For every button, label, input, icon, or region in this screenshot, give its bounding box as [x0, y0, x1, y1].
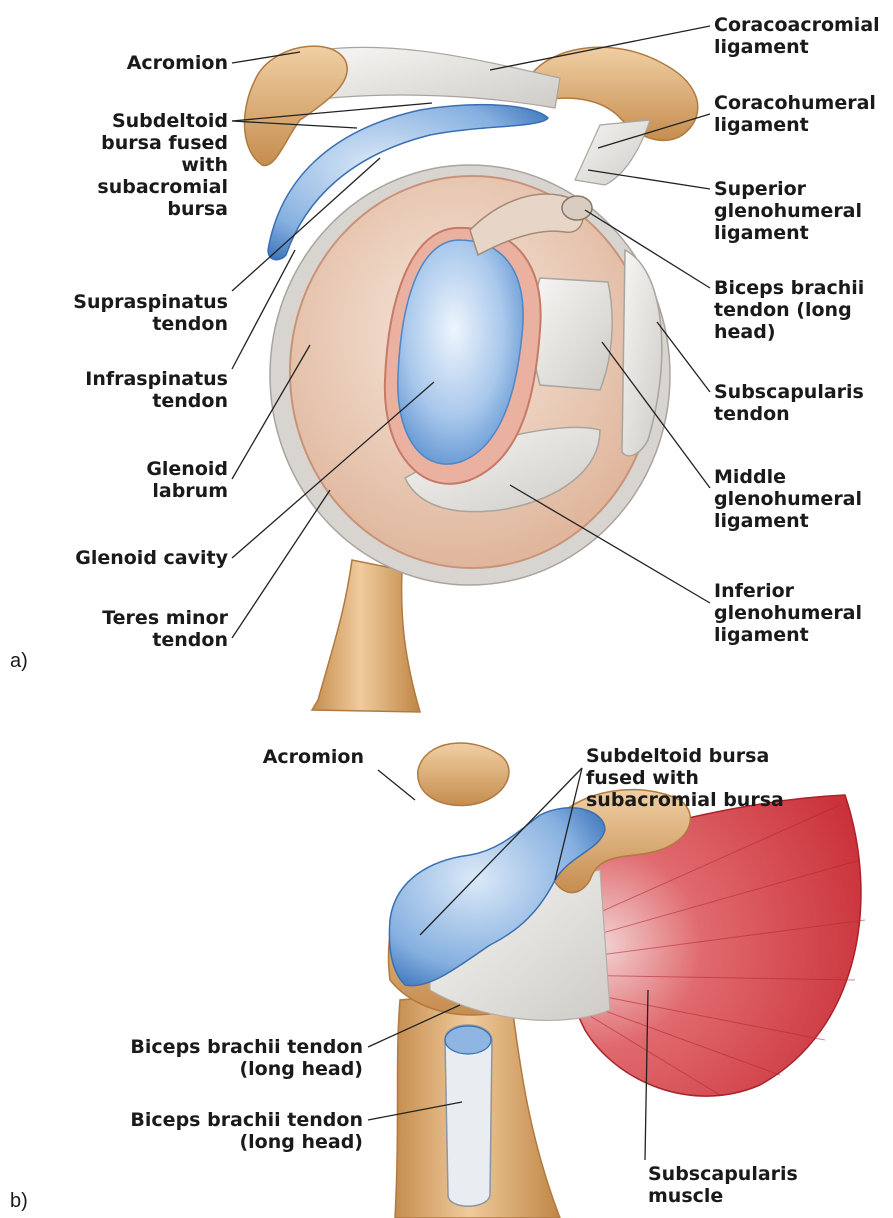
label-acromion-b: Acromion — [263, 746, 364, 768]
panel-a-letter: a) — [10, 650, 28, 673]
middle-glenohumeral-ligament-shape — [533, 278, 613, 390]
biceps-tendon-end — [562, 196, 592, 220]
label-subscapularis-tendon: Subscapularis tendon — [714, 381, 864, 425]
label-subscapularis-muscle: Subscapularis muscle — [648, 1163, 798, 1207]
label-superior-glenohumeral-ligament: Superior glenohumeral ligament — [714, 178, 862, 244]
label-coracoacromial-ligament: Coracoacromial ligament — [714, 14, 880, 58]
label-middle-glenohumeral-ligament: Middle glenohumeral ligament — [714, 466, 862, 532]
label-infraspinatus-tendon: Infraspinatus tendon — [85, 368, 228, 412]
coracohumeral-ligament-shape — [575, 120, 650, 185]
biceps-tendon-top — [445, 1026, 491, 1054]
label-subdeltoid-bursa-b: Subdeltoid bursa fused with subacromial … — [586, 745, 784, 811]
humerus-shaft — [312, 560, 420, 712]
label-acromion-a: Acromion — [127, 52, 228, 74]
label-subdeltoid-bursa-a: Subdeltoid bursa fused with subacromial … — [97, 110, 228, 220]
panel-b-illustration — [388, 743, 865, 1218]
coracoacromial-ligament-shape — [320, 47, 560, 108]
label-teres-minor-tendon: Teres minor tendon — [102, 607, 228, 651]
label-biceps-tendon-upper: Biceps brachii tendon (long head) — [130, 1036, 363, 1080]
label-biceps-tendon-lower: Biceps brachii tendon (long head) — [130, 1109, 363, 1153]
label-inferior-glenohumeral-ligament: Inferior glenohumeral ligament — [714, 580, 862, 646]
label-coracohumeral-ligament: Coracohumeral ligament — [714, 92, 876, 136]
label-biceps-long-head-a: Biceps brachii tendon (long head) — [714, 277, 864, 343]
acromion-b — [418, 743, 509, 805]
label-glenoid-cavity: Glenoid cavity — [75, 547, 228, 569]
panel-b-letter: b) — [10, 1190, 28, 1213]
label-glenoid-labrum: Glenoid labrum — [146, 458, 228, 502]
label-supraspinatus-tendon: Supraspinatus tendon — [73, 291, 228, 335]
